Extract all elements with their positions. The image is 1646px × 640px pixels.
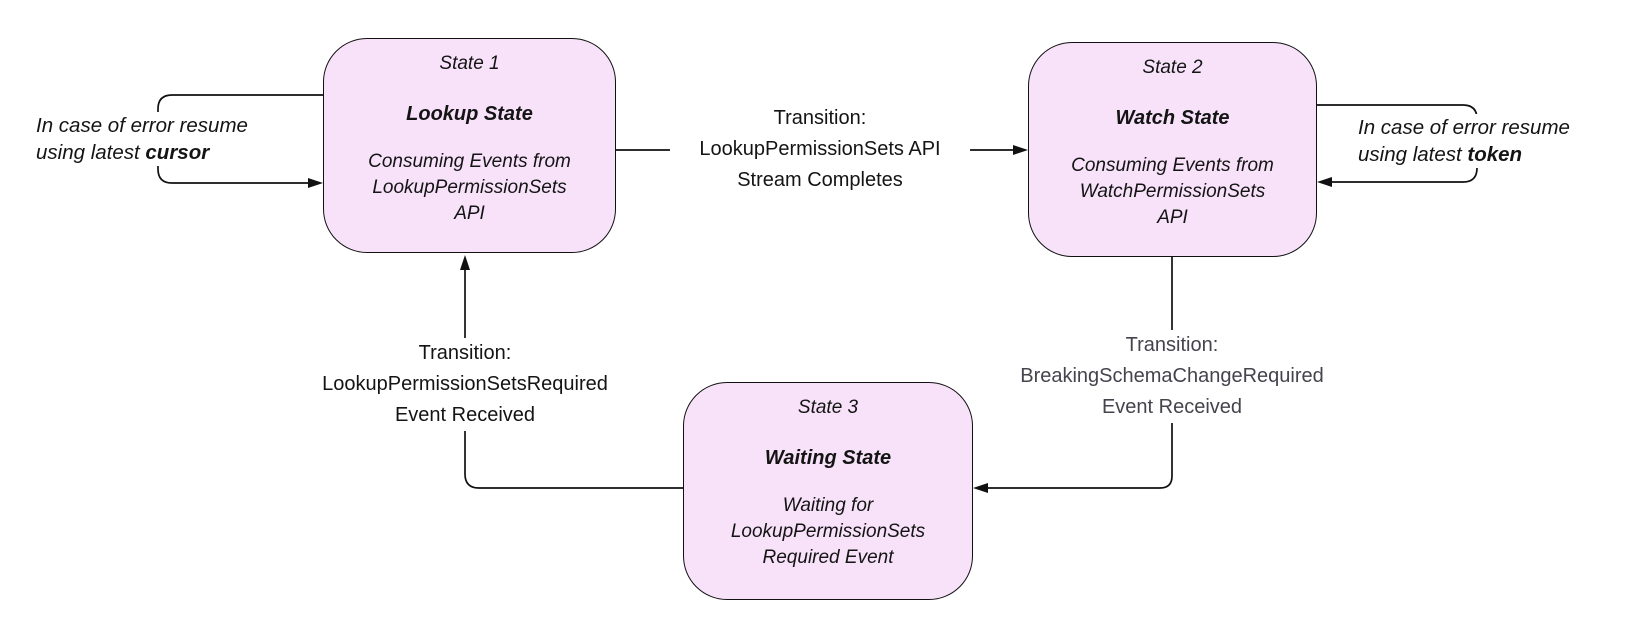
transition-label-line: LookupPermissionSets API	[699, 138, 941, 160]
state-description: Consuming Events from LookupPermissionSe…	[368, 151, 571, 224]
annotation-text: using latest	[1358, 143, 1468, 166]
transition-label-line: LookupPermissionSetsRequired	[322, 373, 608, 395]
state-node-1: State 1 Lookup State Consuming Events fr…	[323, 38, 616, 253]
transition-label-line: Event Received	[1101, 396, 1243, 418]
error-annotation-token: In case of error resume using latest tok…	[1358, 114, 1603, 168]
transition-label-line: Stream Completes	[737, 169, 903, 191]
state-description: Consuming Events from WatchPermissionSet…	[1071, 155, 1274, 228]
state-description: Waiting for LookupPermissionSets Require…	[730, 495, 926, 568]
state-number: State 2	[1142, 57, 1203, 78]
transition-label-state3-to-state1: Transition: LookupPermissionSetsRequired…	[310, 338, 620, 431]
transition-label-line: Transition:	[773, 107, 867, 129]
transition-label-state2-to-state3: Transition: BreakingSchemaChangeRequired…	[1007, 330, 1337, 423]
annotation-keyword: cursor	[145, 141, 210, 164]
state-node-3: State 3 Waiting State Waiting for Lookup…	[683, 382, 973, 600]
transition-label-line: BreakingSchemaChangeRequired	[1020, 365, 1324, 387]
error-annotation-cursor: In case of error resume using latest cur…	[36, 112, 264, 166]
arrow-state2-to-state3	[973, 257, 1173, 493]
transition-label-state1-to-state2: Transition: LookupPermissionSets API Str…	[670, 103, 970, 196]
state-name: Lookup State	[406, 103, 533, 125]
state-name: Waiting State	[764, 447, 892, 469]
state-number: State 3	[797, 397, 859, 418]
annotation-keyword: token	[1467, 143, 1523, 166]
transition-label-line: Transition:	[1125, 334, 1219, 356]
arrow-state3-to-state1	[460, 255, 683, 489]
annotation-text: In case of error resume	[1358, 116, 1570, 139]
transition-label-line: Transition:	[418, 342, 512, 364]
state-number: State 1	[439, 53, 500, 74]
state-node-2: State 2 Watch State Consuming Events fro…	[1028, 42, 1317, 257]
state-name: Watch State	[1115, 107, 1230, 129]
transition-label-line: Event Received	[394, 404, 536, 426]
annotation-text: using latest	[36, 141, 146, 164]
annotation-text: In case of error resume	[36, 114, 248, 137]
